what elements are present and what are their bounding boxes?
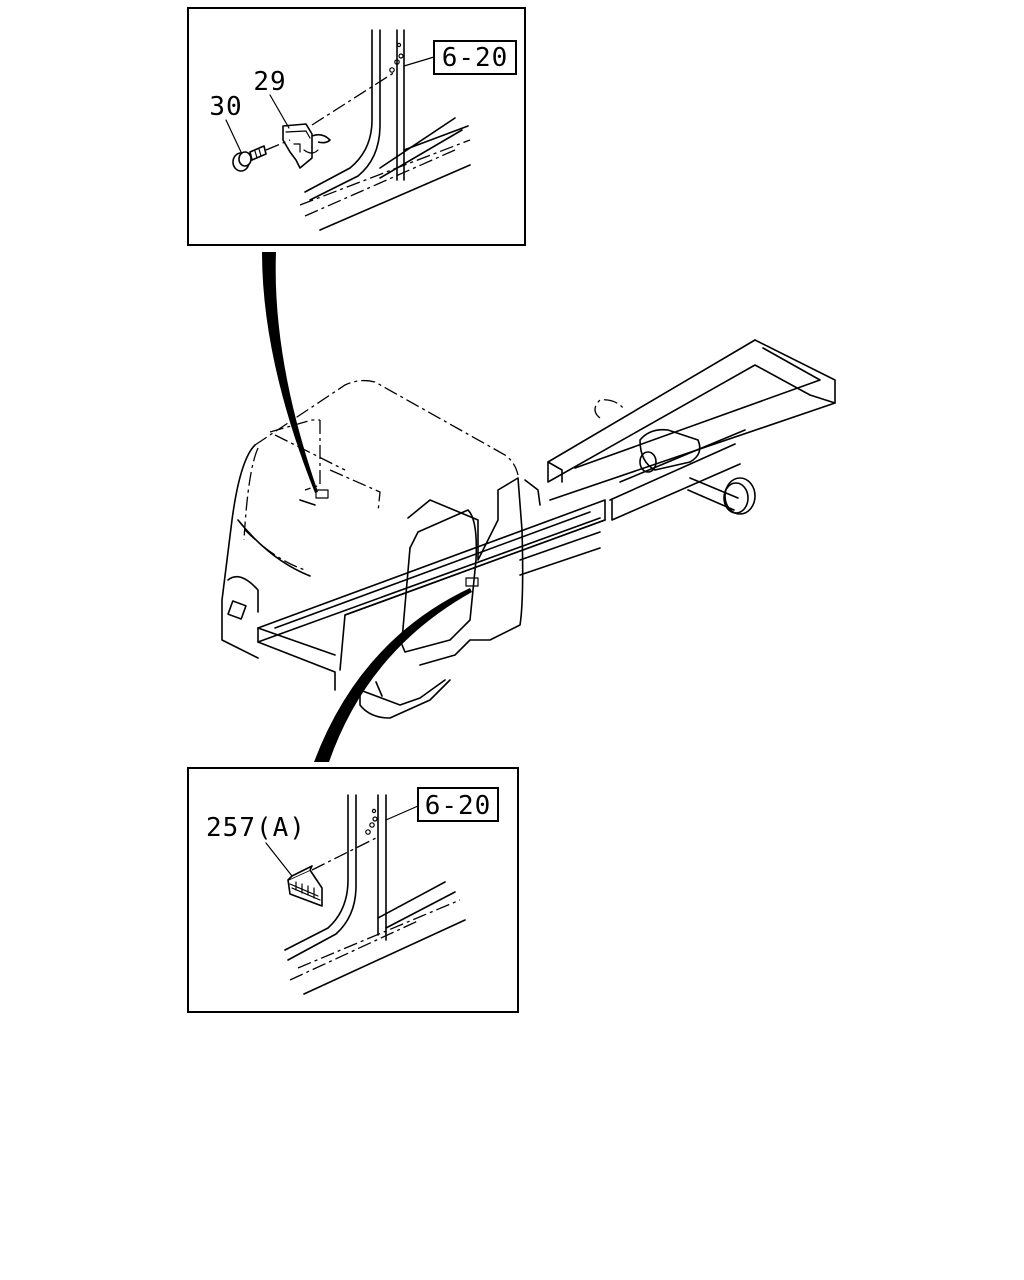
truck-cab-chassis-icon (221, 339, 836, 719)
top-install-line (311, 71, 396, 126)
bottom-body-panel-lines (284, 794, 466, 995)
leader-line-icon-bottom (314, 588, 472, 762)
bottom-reference-box: 6-20 (385, 787, 499, 822)
part-label-29: 29 (253, 67, 286, 97)
part-label-30: 30 (209, 92, 242, 122)
leader-29 (269, 94, 290, 129)
bottom-detail-panel: 6-20 257(A) (187, 767, 519, 1013)
clip-icon (282, 123, 331, 169)
top-reference-label: 6-20 (442, 43, 509, 73)
chassis-frame (257, 339, 836, 691)
leader-30 (225, 119, 242, 153)
leader-257a (265, 842, 293, 877)
bottom-install-line (311, 837, 377, 871)
cab-body (221, 379, 541, 719)
bolt-icon (232, 139, 291, 172)
top-detail-panel: 6-20 29 30 (187, 7, 526, 246)
part-label-257a: 257(A) (206, 813, 306, 843)
lamp-icon (287, 865, 323, 907)
bottom-reference-label: 6-20 (425, 791, 492, 821)
top-body-panel-lines (299, 29, 471, 231)
leader-line-icon-top (262, 252, 318, 493)
top-reference-box: 6-20 (403, 40, 517, 75)
